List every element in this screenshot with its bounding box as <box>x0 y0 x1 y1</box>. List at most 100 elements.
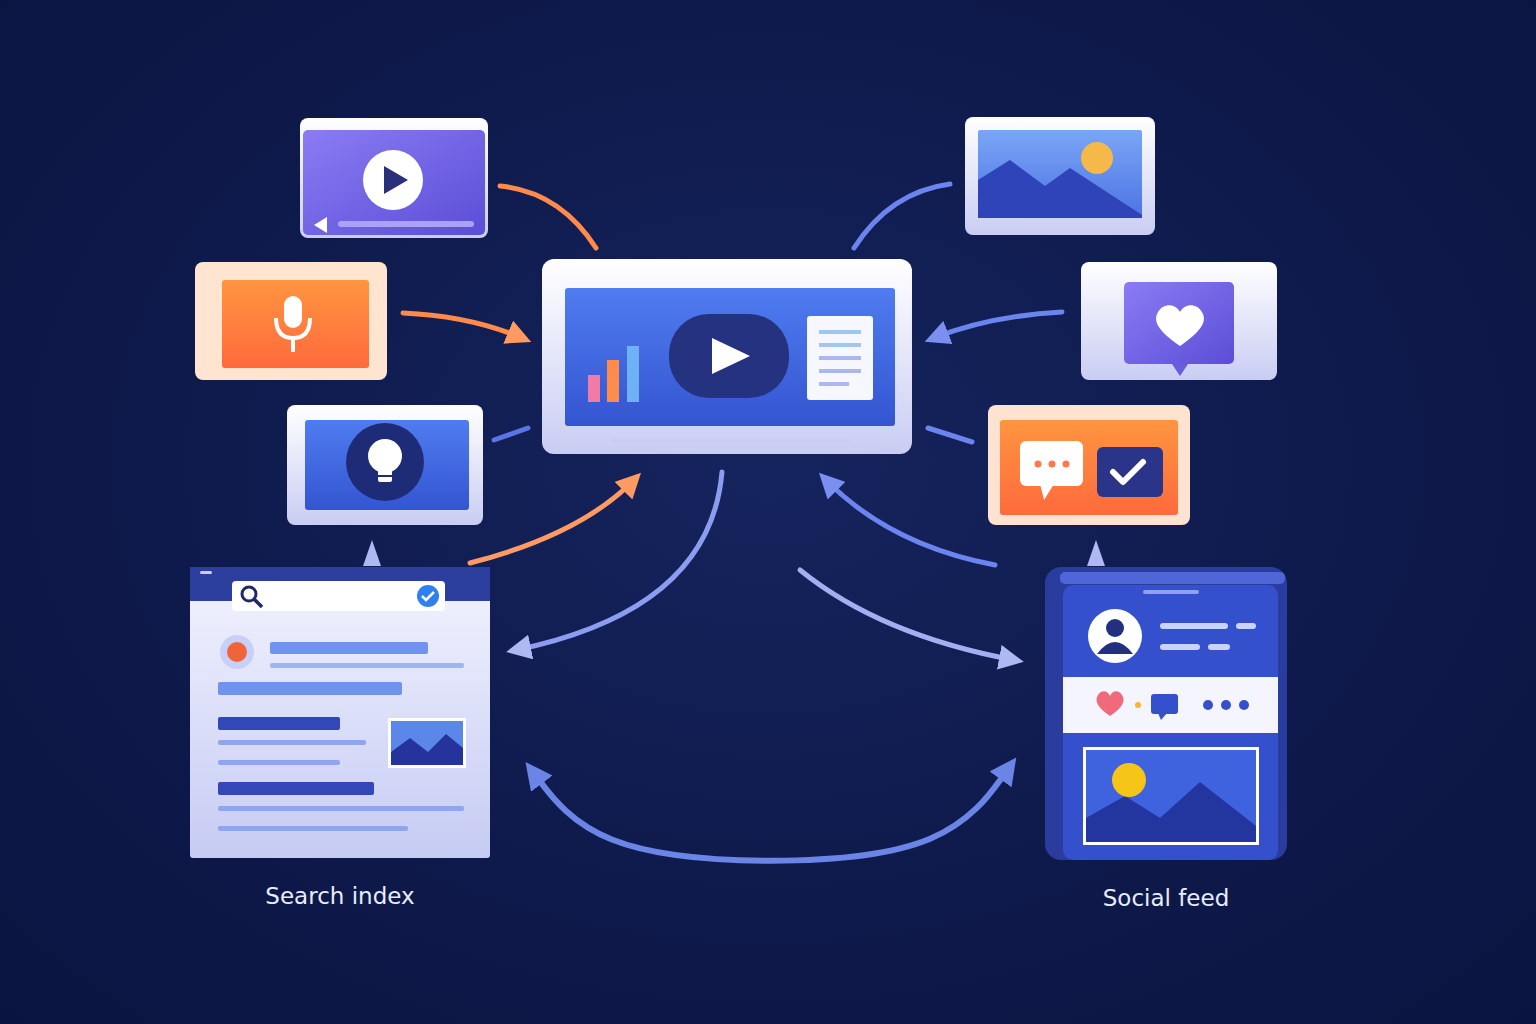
decor-arrows-part <box>500 186 596 248</box>
like-card-part <box>1172 364 1188 376</box>
search-window-part <box>254 599 262 607</box>
phone-part <box>1239 700 1249 710</box>
search-window-part <box>218 682 402 695</box>
hub-card <box>542 259 912 454</box>
decor-arrows-part <box>516 472 722 650</box>
decor-arrows-part <box>934 312 1062 338</box>
mic-card-part <box>284 296 302 328</box>
phone-part <box>1063 677 1278 733</box>
hub-card-part <box>669 314 789 398</box>
phone <box>1045 567 1287 860</box>
comment-card-part <box>1040 484 1054 500</box>
image-card-part <box>1081 142 1113 174</box>
idea-card-part <box>287 405 483 525</box>
decor-arrows-part <box>470 480 634 563</box>
phone-part <box>1106 619 1124 637</box>
connector-arrow <box>532 766 1010 860</box>
decor-arrows-part <box>363 540 381 566</box>
idea-card-part <box>378 468 392 482</box>
search-window-part <box>422 592 434 600</box>
decor-arrows-part <box>826 480 995 565</box>
search-window-part <box>388 718 466 768</box>
search-window-part <box>417 585 439 607</box>
phone-part <box>1063 585 1278 860</box>
comment-card-part <box>1063 461 1070 468</box>
phone-part <box>1160 644 1200 650</box>
search-window-part <box>220 635 254 669</box>
search-window-part <box>218 717 340 730</box>
hub-card-part <box>819 330 861 334</box>
mic-card-part <box>276 318 310 338</box>
comment-card-part <box>1020 441 1083 486</box>
decor-arrows-part <box>928 428 972 442</box>
video-card-part <box>314 217 327 233</box>
decor-arrows-part <box>854 184 950 248</box>
search-index-window: Search index <box>190 567 490 858</box>
idea-card <box>287 405 483 525</box>
like-card-part <box>1124 282 1234 364</box>
mic-card-part <box>222 280 369 368</box>
decor-arrows-part <box>1087 540 1105 566</box>
like-card-part <box>1081 262 1277 380</box>
search-window-part <box>218 826 408 831</box>
search-window-part <box>200 571 212 574</box>
phone-part <box>1236 623 1256 629</box>
hub-card-part <box>607 360 619 402</box>
search-window <box>190 567 490 858</box>
social-feed-phone: Social feed <box>1045 567 1287 860</box>
idea-card-part <box>346 423 424 501</box>
hub-card-part <box>819 343 861 347</box>
decor-arrows-part <box>494 428 528 440</box>
phone-part <box>1097 642 1133 654</box>
node-label: Social feed <box>1103 885 1230 911</box>
comment-card-part <box>1049 461 1056 468</box>
idea-card-part <box>377 475 393 477</box>
decor-arrows-part <box>403 313 522 338</box>
hub-card-part <box>807 316 873 400</box>
video-card-part <box>384 166 408 194</box>
hub-card-part <box>588 375 600 402</box>
search-window-part <box>218 806 464 811</box>
hub-card-part <box>542 259 912 454</box>
phone-part <box>1135 702 1141 708</box>
search-window-part <box>270 642 428 654</box>
phone-part <box>1158 713 1167 720</box>
search-window-part <box>190 567 490 858</box>
search-window-part <box>391 734 463 765</box>
phone-part <box>1143 590 1199 594</box>
video-card <box>300 118 488 238</box>
hub-card-part <box>610 439 850 442</box>
hub-card-part <box>819 382 849 386</box>
idea-card-part <box>305 420 469 510</box>
hub-card-part <box>565 288 895 426</box>
search-window-part <box>218 782 374 795</box>
video-card-part <box>300 118 488 238</box>
phone-part <box>1083 747 1259 845</box>
comment-card-part <box>988 405 1190 525</box>
like-card <box>1081 262 1277 380</box>
comment-card-part <box>1035 461 1042 468</box>
mic-card <box>195 262 387 380</box>
phone-part <box>1208 644 1230 650</box>
phone-part <box>1086 750 1256 842</box>
search-window-part <box>391 721 463 765</box>
search-window-part <box>218 760 340 765</box>
phone-part <box>1160 623 1228 629</box>
phone-part <box>1045 567 1287 860</box>
hub-card-part <box>712 338 750 374</box>
comment-card <box>988 405 1190 525</box>
phone-part <box>1097 691 1124 716</box>
comment-card-part <box>1113 462 1143 482</box>
phone-part <box>1151 694 1178 714</box>
idea-card-part <box>368 439 402 473</box>
comment-card-part <box>1097 447 1163 497</box>
image-card <box>965 117 1155 235</box>
mic-card-part <box>291 338 295 352</box>
mic-card-part <box>195 262 387 380</box>
phone-part <box>1088 609 1142 663</box>
decor-arrows-part <box>800 570 1014 660</box>
phone-part <box>1112 763 1146 797</box>
